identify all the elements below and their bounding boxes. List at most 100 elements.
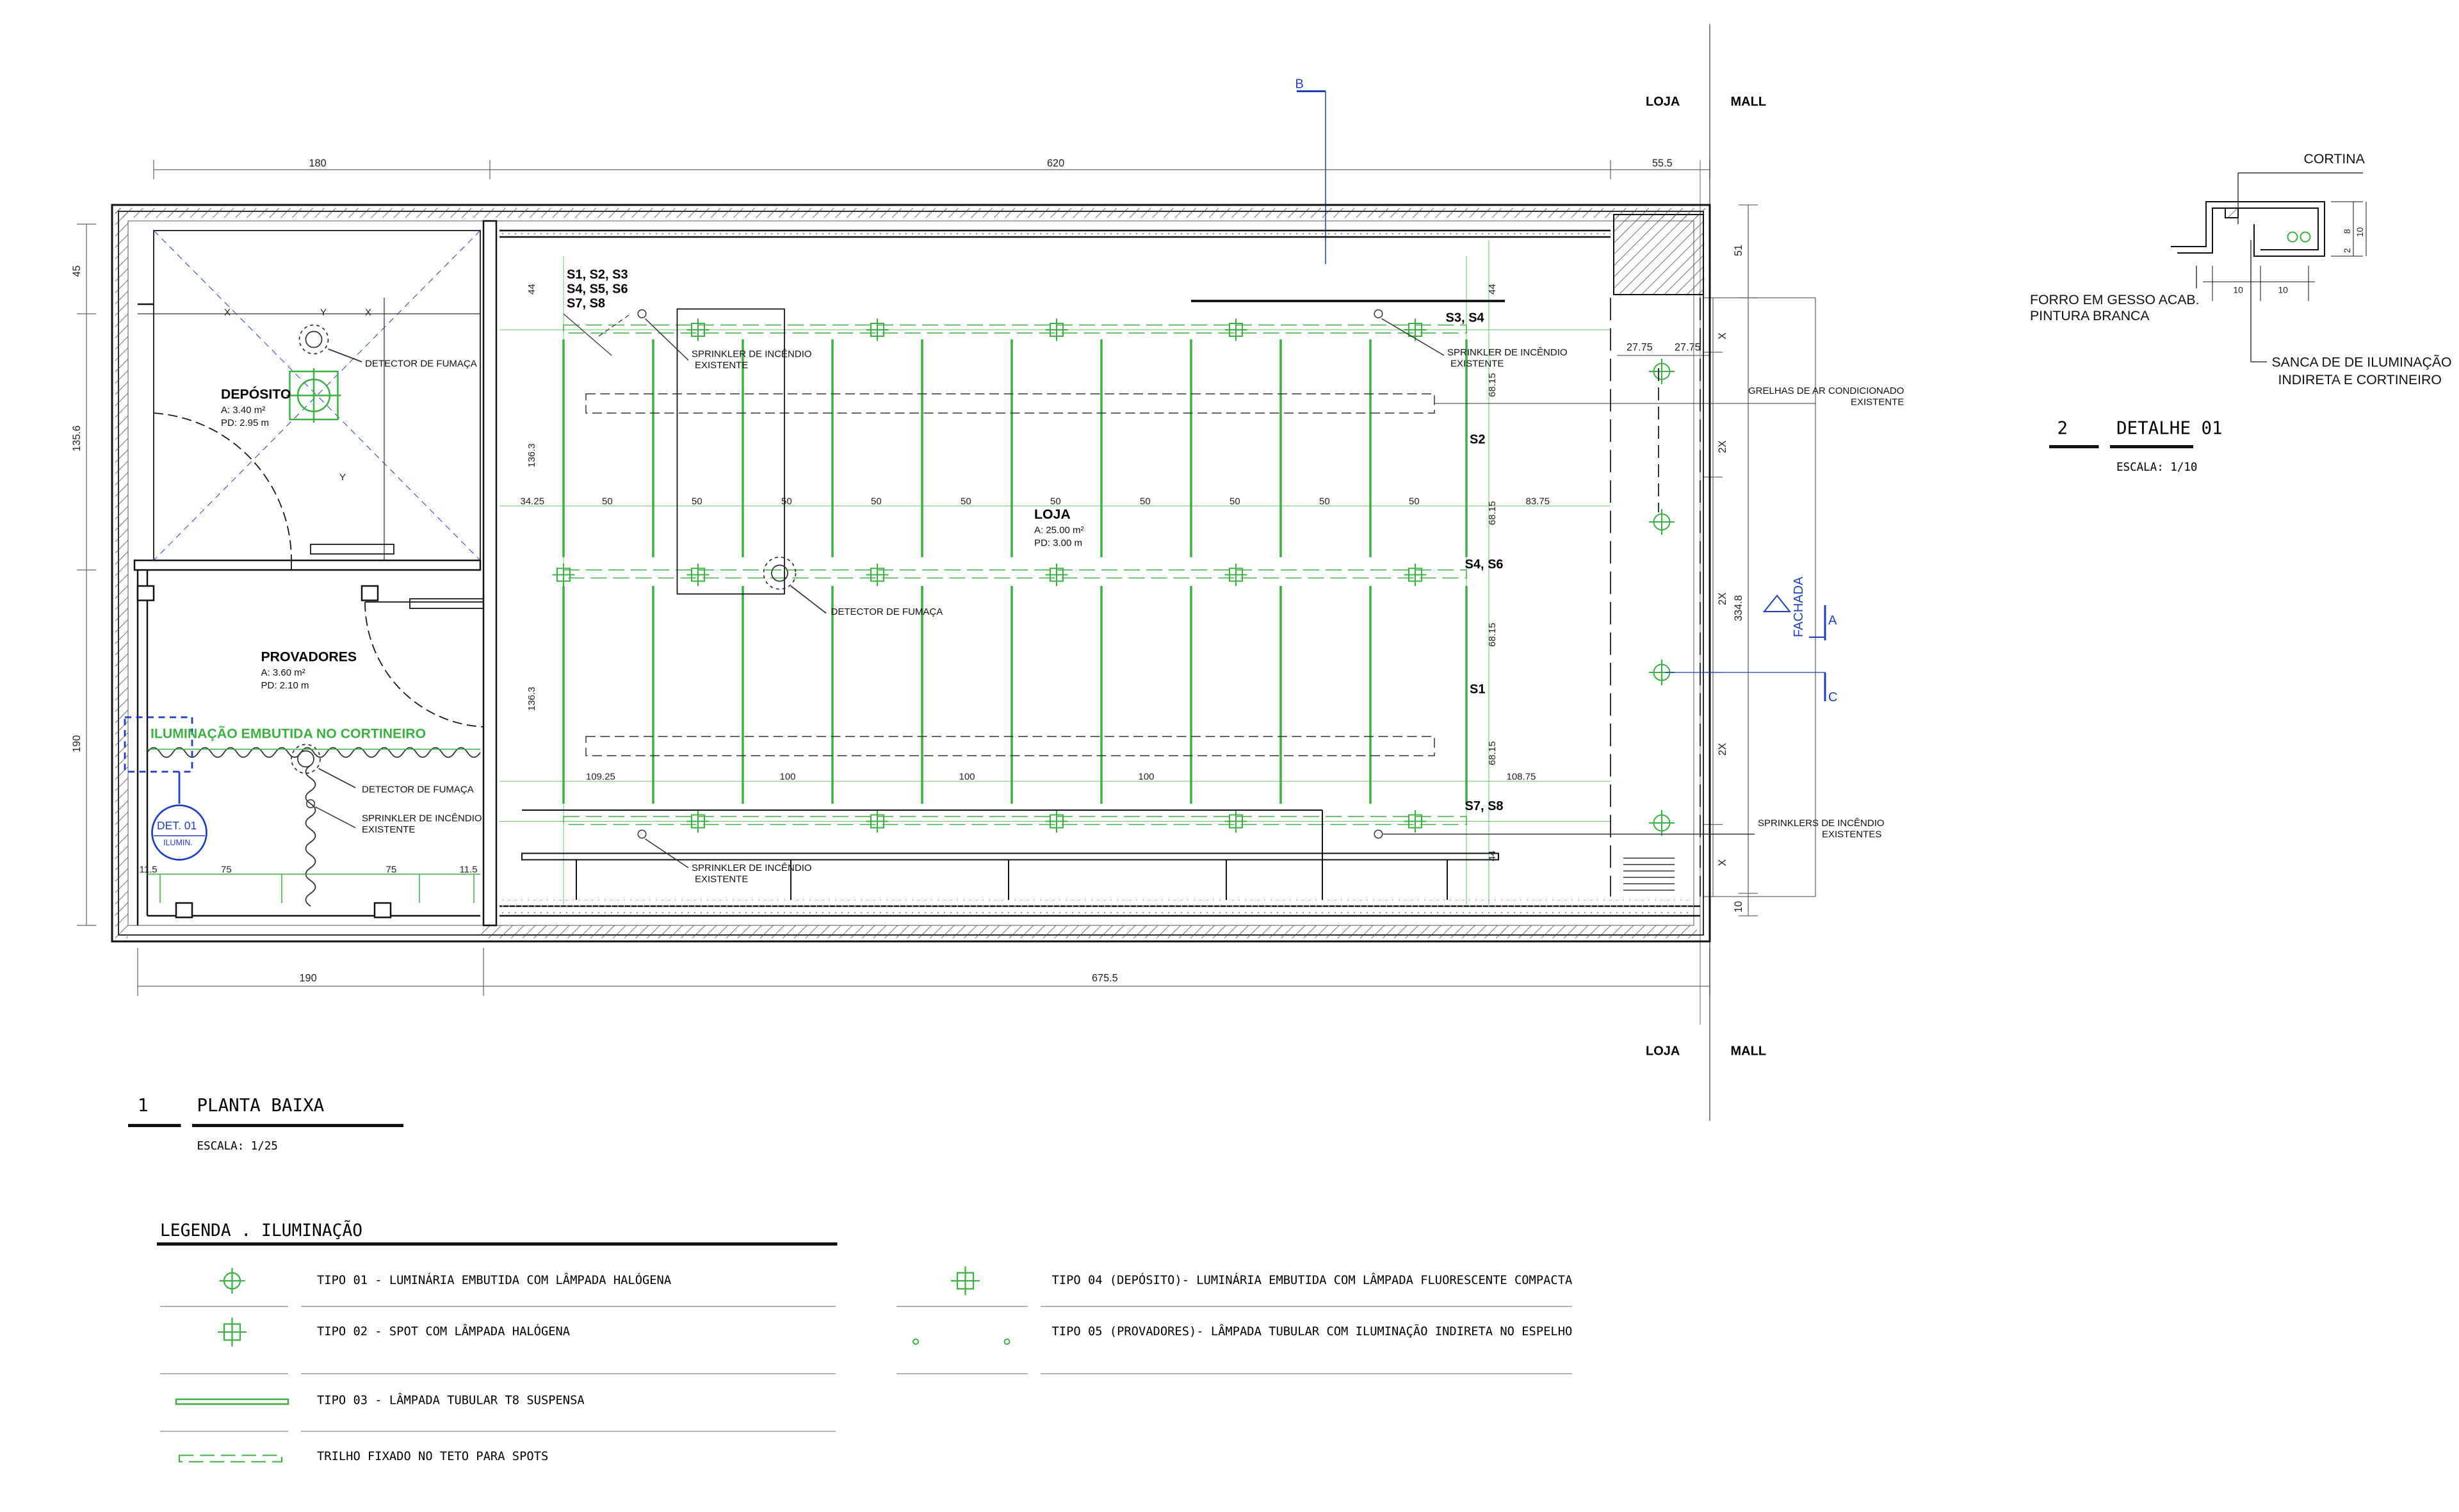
legend-separators xyxy=(160,1306,1572,1432)
circuit-label-6: S4, S6 xyxy=(1465,558,1504,572)
wall-hatch-bottom xyxy=(480,925,1697,938)
spot-fixture xyxy=(866,563,889,586)
dim-right-1: 51 xyxy=(1733,245,1744,256)
dim-right-2: 334.8 xyxy=(1733,595,1744,621)
note-grilles-b: EXISTENTE xyxy=(1851,397,1904,408)
detail-title: DETALHE 01 xyxy=(2116,418,2223,439)
detail-dim-3: 8 xyxy=(2342,229,2352,234)
room-name-provadores: PROVADORES xyxy=(261,649,357,664)
axis-x-1: X xyxy=(224,307,231,318)
section-c-label: C xyxy=(1828,690,1837,704)
spot-fixture xyxy=(1224,809,1247,833)
legend-item-4: TRILHO FIXADO NO TETO PARA SPOTS xyxy=(317,1450,548,1463)
detail-label-forro-2: PINTURA BRANCA xyxy=(2030,308,2150,323)
deposito-axes xyxy=(138,297,481,560)
detail-dim-2: 10 xyxy=(2278,285,2289,295)
provadores-curtain-lighting xyxy=(147,744,481,907)
spot-fixture xyxy=(1224,563,1247,586)
legend-symbol-square-cross-icon xyxy=(218,1317,247,1347)
spot-fixture xyxy=(1404,809,1427,833)
facade-label: FACHADA xyxy=(1792,576,1806,637)
hatched-column xyxy=(1612,213,1704,295)
dimension-right xyxy=(1616,204,1816,916)
detail-dim-4: 2 xyxy=(2342,248,2352,253)
circuit-label-1: S1, S2, S3 xyxy=(567,268,628,282)
loja-dim-upper: 34.25 xyxy=(521,496,545,507)
detail-ref-text: DET. 01 xyxy=(157,819,197,832)
provadores-green-lines xyxy=(147,749,481,903)
dimension-bottom xyxy=(137,947,1710,996)
dim-gap-2: 27.75 xyxy=(1675,342,1701,354)
room-area-loja: A: 25.00 m² xyxy=(1034,525,1084,536)
note-sprinkler-3a: SPRINKLER DE INCÊNDIO xyxy=(692,863,812,874)
circuit-label-7: S1 xyxy=(1470,683,1485,697)
loja-dim-upper: 50 xyxy=(692,496,702,507)
legend-symbol-dots-icon xyxy=(913,1338,1010,1345)
luminaire-type01 xyxy=(1648,508,1675,535)
loja-label-bottom: LOJA xyxy=(1646,1045,1680,1059)
dim-top-1: 180 xyxy=(309,158,327,169)
note-sprinkler-4a: SPRINKLER DE INCÊNDIO xyxy=(362,813,482,824)
room-name-loja: LOJA xyxy=(1034,507,1071,522)
loja-dim-upper: 50 xyxy=(1050,496,1061,507)
dim-right-2x-1: 2X xyxy=(1717,440,1728,453)
dim-left-2: 135.6 xyxy=(71,425,83,451)
note-sprinkler-4b: EXISTENTE xyxy=(362,824,415,835)
provadores-dim: 75 xyxy=(386,864,397,875)
circuit-leaders xyxy=(563,313,631,356)
room-height-deposito: PD: 2.95 m xyxy=(221,418,269,428)
spot-fixture xyxy=(686,563,710,586)
note-smoke-deposito: DETECTOR DE FUMAÇA xyxy=(365,359,477,370)
loja-dim-left-2: 136.3 xyxy=(526,443,537,467)
loja-dim-left-1: 44 xyxy=(526,284,537,295)
loja-dim-lower: 108.75 xyxy=(1507,772,1536,783)
loja-dim-right-6: 44 xyxy=(1487,850,1498,861)
loja-dim-upper: 50 xyxy=(871,496,882,507)
legend-symbol-track-icon xyxy=(179,1454,283,1463)
circuit-label-5: S2 xyxy=(1470,433,1485,447)
circuit-label-2: S4, S5, S6 xyxy=(567,282,628,296)
note-sprinklers-a: SPRINKLERS DE INCÊNDIO xyxy=(1758,818,1885,829)
dim-right-x-2: X xyxy=(1717,859,1728,866)
loja-dim-upper: 50 xyxy=(961,496,971,507)
room-name-deposito: DEPÓSITO xyxy=(221,386,291,402)
provadores-dim: 11.5 xyxy=(140,864,158,875)
provadores-dim-row: 11.5 75 75 11.5 xyxy=(140,864,478,875)
spot-fixture xyxy=(686,809,710,833)
dim-right-2x-2: 2X xyxy=(1717,592,1728,605)
detail-label-forro-1: FORRO EM GESSO ACAB. xyxy=(2030,292,2200,307)
note-smoke-provadores: DETECTOR DE FUMAÇA xyxy=(362,784,474,795)
loja-dim-right-1: 44 xyxy=(1487,284,1498,295)
sprinklers xyxy=(306,309,1755,868)
spot-fixtures xyxy=(552,318,1427,833)
note-sprinkler-1a: SPRINKLER DE INCÊNDIO xyxy=(692,349,812,360)
plan-title: PLANTA BAIXA xyxy=(197,1095,325,1116)
detail-dim-1: 10 xyxy=(2234,285,2244,295)
loja-dim-right-4: 68.15 xyxy=(1487,622,1498,647)
dim-right-2x-3: 2X xyxy=(1717,743,1728,756)
detail-number: 2 xyxy=(2057,418,2068,439)
deposito-door xyxy=(153,412,394,570)
legend-item-6: TIPO 05 (PROVADORES)- LÂMPADA TUBULAR CO… xyxy=(1052,1324,1573,1338)
deposito-diagonals xyxy=(153,230,481,561)
dim-top-2: 620 xyxy=(1047,158,1064,169)
dim-top-3: 55.5 xyxy=(1652,158,1673,169)
smoke-detector-deposito xyxy=(298,324,362,362)
plan-scale: ESCALA: 1/25 xyxy=(197,1140,278,1153)
room-area-deposito: A: 3.40 m² xyxy=(221,405,265,416)
dim-right-3: 10 xyxy=(1733,901,1744,913)
dim-right-x-1: X xyxy=(1717,332,1728,339)
provadores-dim: 75 xyxy=(221,864,232,875)
note-smoke-loja: DETECTOR DE FUMAÇA xyxy=(831,606,943,617)
luminaires-type01 xyxy=(1648,358,1675,836)
room-area-provadores: A: 3.60 m² xyxy=(261,667,305,678)
axis-x-2: X xyxy=(365,307,371,318)
spot-fixture xyxy=(1224,318,1247,341)
provadores-dim: 11.5 xyxy=(460,864,478,875)
loja-dim-upper: 50 xyxy=(1140,496,1151,507)
axis-y-2: Y xyxy=(339,472,346,483)
circuit-label-3: S7, S8 xyxy=(567,297,605,311)
spot-fixture xyxy=(552,563,575,586)
